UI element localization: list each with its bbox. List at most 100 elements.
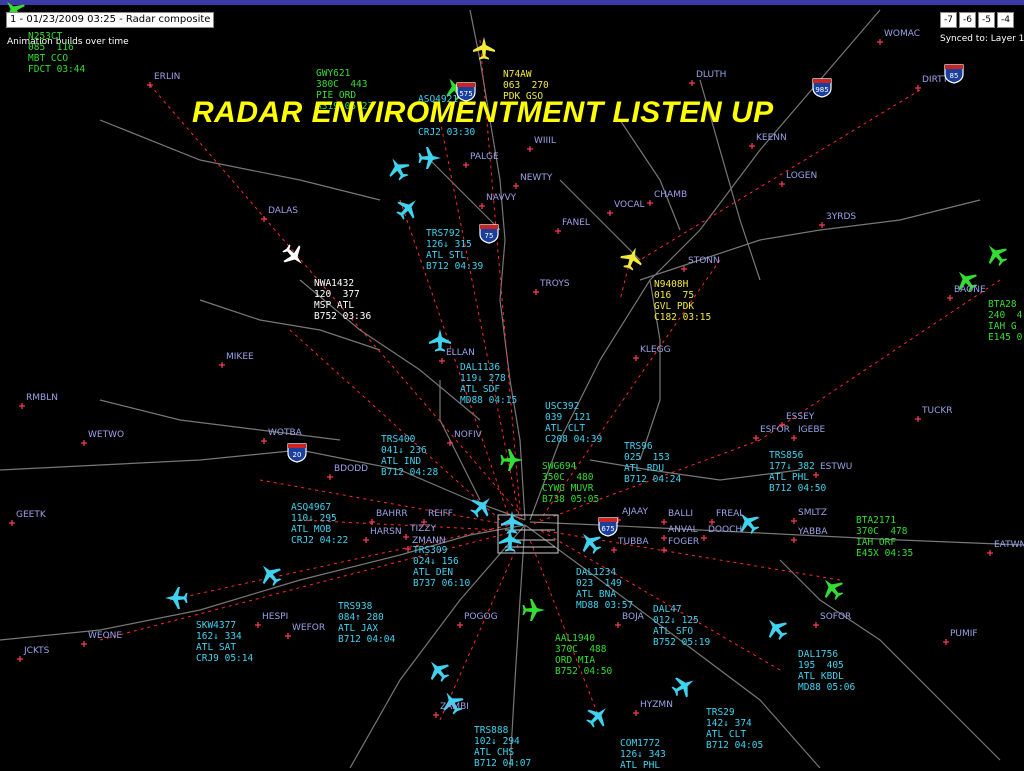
aircraft-icon[interactable] <box>466 490 497 521</box>
tag-altitude: 025 153 <box>624 452 670 463</box>
tag-altitude: 119↓ 278 <box>460 373 506 384</box>
aircraft-tag[interactable]: BTA28 240 4 IAH G E145 0 <box>988 299 1022 343</box>
aircraft-icon[interactable] <box>669 671 699 701</box>
road <box>699 79 761 281</box>
tag-route: ATL CLT <box>545 423 586 434</box>
aircraft-tag[interactable]: DAL47 012↓ 125 ATL SFO B752 05:19 <box>653 604 710 648</box>
aircraft-tag[interactable]: N74AW 063 270 PDK GSO <box>503 69 549 102</box>
airport-boundary <box>497 514 559 554</box>
aircraft-icon[interactable] <box>981 239 1012 270</box>
aircraft-icon[interactable] <box>423 655 454 686</box>
fix-label: VOCAL <box>614 200 645 210</box>
aircraft-icon[interactable] <box>817 573 848 604</box>
control-minus-4[interactable]: -4 <box>997 12 1014 28</box>
fix-marker <box>81 440 87 446</box>
aircraft-icon[interactable] <box>582 700 613 731</box>
aircraft-icon[interactable] <box>278 240 309 271</box>
tag-callsign: TRS96 <box>624 441 653 452</box>
control-minus-5[interactable]: -5 <box>978 12 995 28</box>
tag-route: ATL PHL <box>620 760 661 771</box>
tag-type: MD88 03:57 <box>576 600 634 611</box>
aircraft-tag[interactable]: TRS400 041↓ 236 ATL IND B712 04:28 <box>381 434 438 478</box>
aircraft-icon[interactable] <box>418 147 442 169</box>
aircraft-icon[interactable] <box>618 244 646 273</box>
fix-marker <box>661 547 667 553</box>
aircraft-icon[interactable] <box>165 587 188 609</box>
aircraft-icon[interactable] <box>429 329 451 352</box>
aircraft-tag[interactable]: TRS309 024↓ 156 ATL DEN B737 06:10 <box>413 545 470 589</box>
fix-marker <box>261 216 267 222</box>
aircraft-tag[interactable]: TRS856 177↓ 382 ATL PHL B712 04:50 <box>769 450 826 494</box>
aircraft-tag[interactable]: USC392 039 121 ATL CLT C208 04:39 <box>545 401 602 445</box>
fix-marker <box>615 622 621 628</box>
tag-altitude: 126↓ 343 <box>620 749 666 760</box>
road <box>469 9 526 521</box>
fix-marker <box>701 535 707 541</box>
aircraft-tag[interactable]: TRS29 142↓ 374 ATL CLT B712 04:05 <box>706 707 763 751</box>
aircraft-icon[interactable] <box>383 153 413 183</box>
fix-marker <box>791 537 797 543</box>
control-minus-7[interactable]: -7 <box>940 12 957 28</box>
fix-label: BAONE <box>954 285 986 295</box>
road <box>559 179 641 261</box>
fix-label: WOMAC <box>884 29 921 39</box>
tag-callsign: ASQ4921 <box>418 94 459 105</box>
interstate-shield: 575 <box>456 82 476 102</box>
fix-marker <box>813 472 819 478</box>
tag-callsign: DAL1234 <box>576 567 617 578</box>
aircraft-icon[interactable] <box>437 687 467 717</box>
shield-number: 575 <box>459 90 472 98</box>
aircraft-tag[interactable]: AAL1940 370C 488 ORD MIA B752 04:50 <box>555 633 612 677</box>
road <box>619 119 681 231</box>
road <box>529 521 1024 546</box>
route-line <box>289 329 501 521</box>
aircraft-tag[interactable]: TRS96 025 153 ATL RDU B712 04:24 <box>624 441 681 485</box>
tag-route: ATL STL <box>426 250 467 261</box>
aircraft-icon[interactable] <box>522 599 546 621</box>
aircraft-tag[interactable]: SKW4377 162↓ 334 ATL SAT CRJ9 05:14 <box>196 620 253 664</box>
aircraft-icon[interactable] <box>255 559 286 590</box>
fix-label: REIFF <box>428 509 453 519</box>
fix-marker <box>947 295 953 301</box>
aircraft-tag[interactable]: DAL1234 023 149 ATL BNA MD88 03:57 <box>576 567 633 611</box>
tag-altitude: 016 75 <box>654 290 695 301</box>
aircraft-icon[interactable] <box>733 507 764 538</box>
fix-label: 3YRDS <box>826 212 857 222</box>
fix-marker <box>555 228 561 234</box>
aircraft-tag[interactable]: N253CT 085 116 MBT CCO FDCT 03:44 <box>28 31 85 75</box>
aircraft-icon[interactable] <box>392 192 423 223</box>
aircraft-tag[interactable]: N9408H 016 75 GVL PDK C182 03:15 <box>654 279 711 323</box>
tag-altitude: 085 116 <box>28 42 74 53</box>
fix-label: BALLI <box>668 509 694 519</box>
fix-label: DALAS <box>268 206 299 216</box>
aircraft-tag[interactable]: TRS792 126↓ 315 ATL STL B712 04:39 <box>426 228 483 272</box>
window-top-border <box>0 0 1024 5</box>
aircraft-icon[interactable] <box>500 449 524 471</box>
aircraft-icon[interactable] <box>951 265 982 296</box>
fix-label: CHAMB <box>654 190 688 200</box>
aircraft-tag[interactable]: SWG694 350C 480 CYWG MUVR B738 05:05 <box>542 461 599 505</box>
aircraft-tag[interactable]: TRS888 102↓ 294 ATL CHS B712 04:07 <box>474 725 531 769</box>
aircraft-tag[interactable]: DAL1136 119↓ 278 ATL SDF MD88 04:15 <box>460 362 517 406</box>
aircraft-icon[interactable] <box>575 527 606 558</box>
aircraft-icon[interactable] <box>501 511 523 534</box>
interstate-shield: 75 <box>479 224 499 244</box>
aircraft-icon[interactable] <box>499 529 521 552</box>
aircraft-tag[interactable]: ASQ4967 110↓ 295 ATL MOB CRJ2 04:22 <box>291 502 348 546</box>
fix-label: DOOCH <box>708 525 743 535</box>
aircraft-tag[interactable]: TRS938 084↑ 280 ATL JAX B712 04:04 <box>338 601 395 645</box>
aircraft-tag[interactable]: COM1772 126↓ 343 ATL PHL <box>620 738 666 771</box>
aircraft-tag[interactable]: GWY621 380C 443 PIE ORD A319 05:23 <box>316 68 373 112</box>
aircraft-icon[interactable] <box>473 37 495 60</box>
aircraft-tag[interactable]: NWA1432 120 377 MSP ATL B752 03:36 <box>314 278 371 322</box>
tag-callsign: GWY621 <box>316 68 351 79</box>
fix-marker <box>633 355 639 361</box>
aircraft-tag[interactable]: ASQ4921 CRJ2 03:30 <box>418 94 475 138</box>
tag-route: ATL DEN <box>413 567 454 578</box>
aircraft-icon[interactable] <box>761 613 792 644</box>
fix-label: HARSN <box>370 527 402 537</box>
aircraft-tag[interactable]: BTA2171 370C 478 IAH ORF E45X 04:35 <box>856 515 913 559</box>
control-minus-6[interactable]: -6 <box>959 12 976 28</box>
aircraft-tag[interactable]: DAL1756 195 405 ATL KBDL MD88 05:06 <box>798 649 855 693</box>
route-line <box>169 524 511 601</box>
